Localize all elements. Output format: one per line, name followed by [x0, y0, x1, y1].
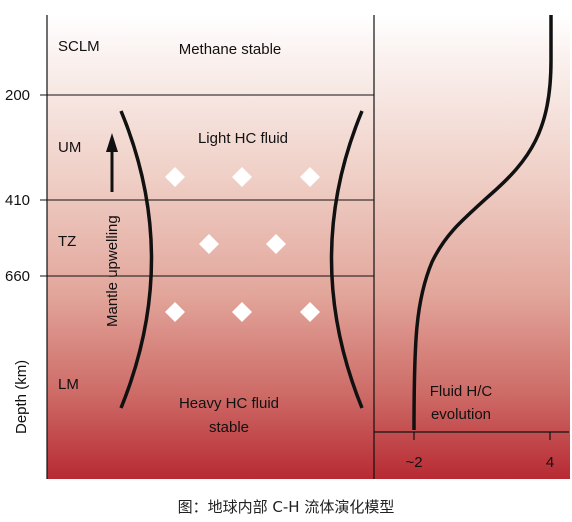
right-boundary-curve: [329, 110, 364, 409]
heavy-hc-fluid-label-line1: Heavy HC fluid: [179, 395, 279, 412]
diamond-marker: [165, 302, 185, 322]
depth-tick-660: 660: [5, 268, 30, 285]
depth-tick-410: 410: [5, 192, 30, 209]
zone-label-sclm: SCLM: [58, 38, 100, 55]
hc-fluid-evolution-diagram: 200 410 660 Depth (km) SCLM UM TZ LM Met…: [5, 15, 570, 479]
diamond-marker: [300, 302, 320, 322]
hc-tick-label-4: 4: [546, 454, 554, 471]
hc-tick-label-2: ~2: [405, 454, 422, 471]
zone-label-um: UM: [58, 139, 81, 156]
depth-axis-label: Depth (km): [13, 360, 30, 434]
fluid-hc-label-line2: evolution: [431, 406, 491, 423]
fluid-hc-label-line1: Fluid H/C: [430, 383, 493, 400]
zone-label-tz: TZ: [58, 233, 76, 250]
methane-stable-label: Methane stable: [179, 41, 282, 58]
upwelling-arrow-head: [106, 133, 118, 152]
diamond-marker: [232, 167, 252, 187]
hc-evolution-curve: [412, 15, 553, 431]
diamond-marker: [300, 167, 320, 187]
mantle-upwelling-label: Mantle upwelling: [104, 215, 121, 327]
left-boundary-curve: [119, 110, 154, 409]
mantle-background: [47, 15, 570, 479]
light-hc-fluid-label: Light HC fluid: [198, 130, 288, 147]
figure-caption: 图：地球内部 C-H 流体演化模型: [177, 498, 395, 516]
diamond-marker: [266, 234, 286, 254]
zone-label-lm: LM: [58, 376, 79, 393]
diamond-marker: [165, 167, 185, 187]
heavy-hc-fluid-label-line2: stable: [209, 419, 249, 436]
depth-tick-200: 200: [5, 87, 30, 104]
diamond-marker: [232, 302, 252, 322]
diamond-marker: [199, 234, 219, 254]
